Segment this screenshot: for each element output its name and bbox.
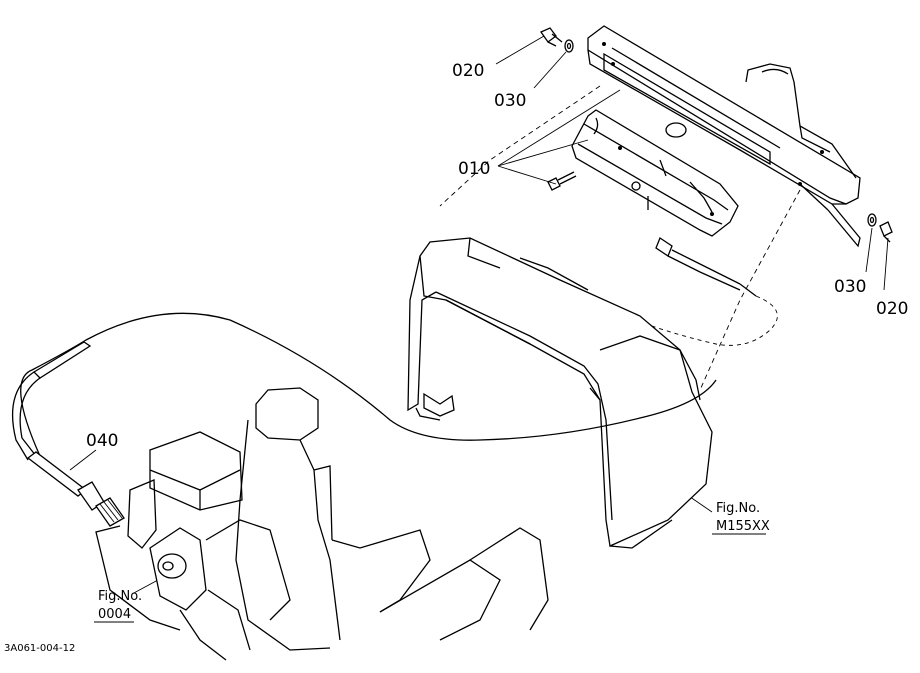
meter-cable-connector xyxy=(639,237,778,346)
label-030-right: 030 xyxy=(834,277,866,297)
label-020-top: 020 xyxy=(452,61,484,81)
drawing-code: 3A061-004-12 xyxy=(4,643,75,654)
phantom-lines xyxy=(439,85,801,391)
label-040: 040 xyxy=(86,431,118,451)
screw-010 xyxy=(547,171,577,191)
label-020-right: 020 xyxy=(876,299,908,319)
bolt-020-top xyxy=(540,27,563,47)
ref-right-num: M155XX xyxy=(716,519,770,534)
washer-030-top xyxy=(564,39,574,53)
label-010: 010 xyxy=(458,159,490,179)
label-030-top: 030 xyxy=(494,91,526,111)
tractor-housing xyxy=(95,387,549,661)
ref-left-fig: Fig.No. xyxy=(98,589,142,604)
fender xyxy=(407,237,713,549)
meter-cable-040 xyxy=(12,312,717,527)
panel-housing xyxy=(587,25,861,248)
instrument-cluster xyxy=(571,109,739,237)
ref-left-num: 0004 xyxy=(98,607,131,622)
washer-030-right xyxy=(867,213,877,227)
ref-right-fig: Fig.No. xyxy=(716,501,760,516)
leader-lines xyxy=(69,35,889,595)
bolt-020-right xyxy=(879,221,893,243)
